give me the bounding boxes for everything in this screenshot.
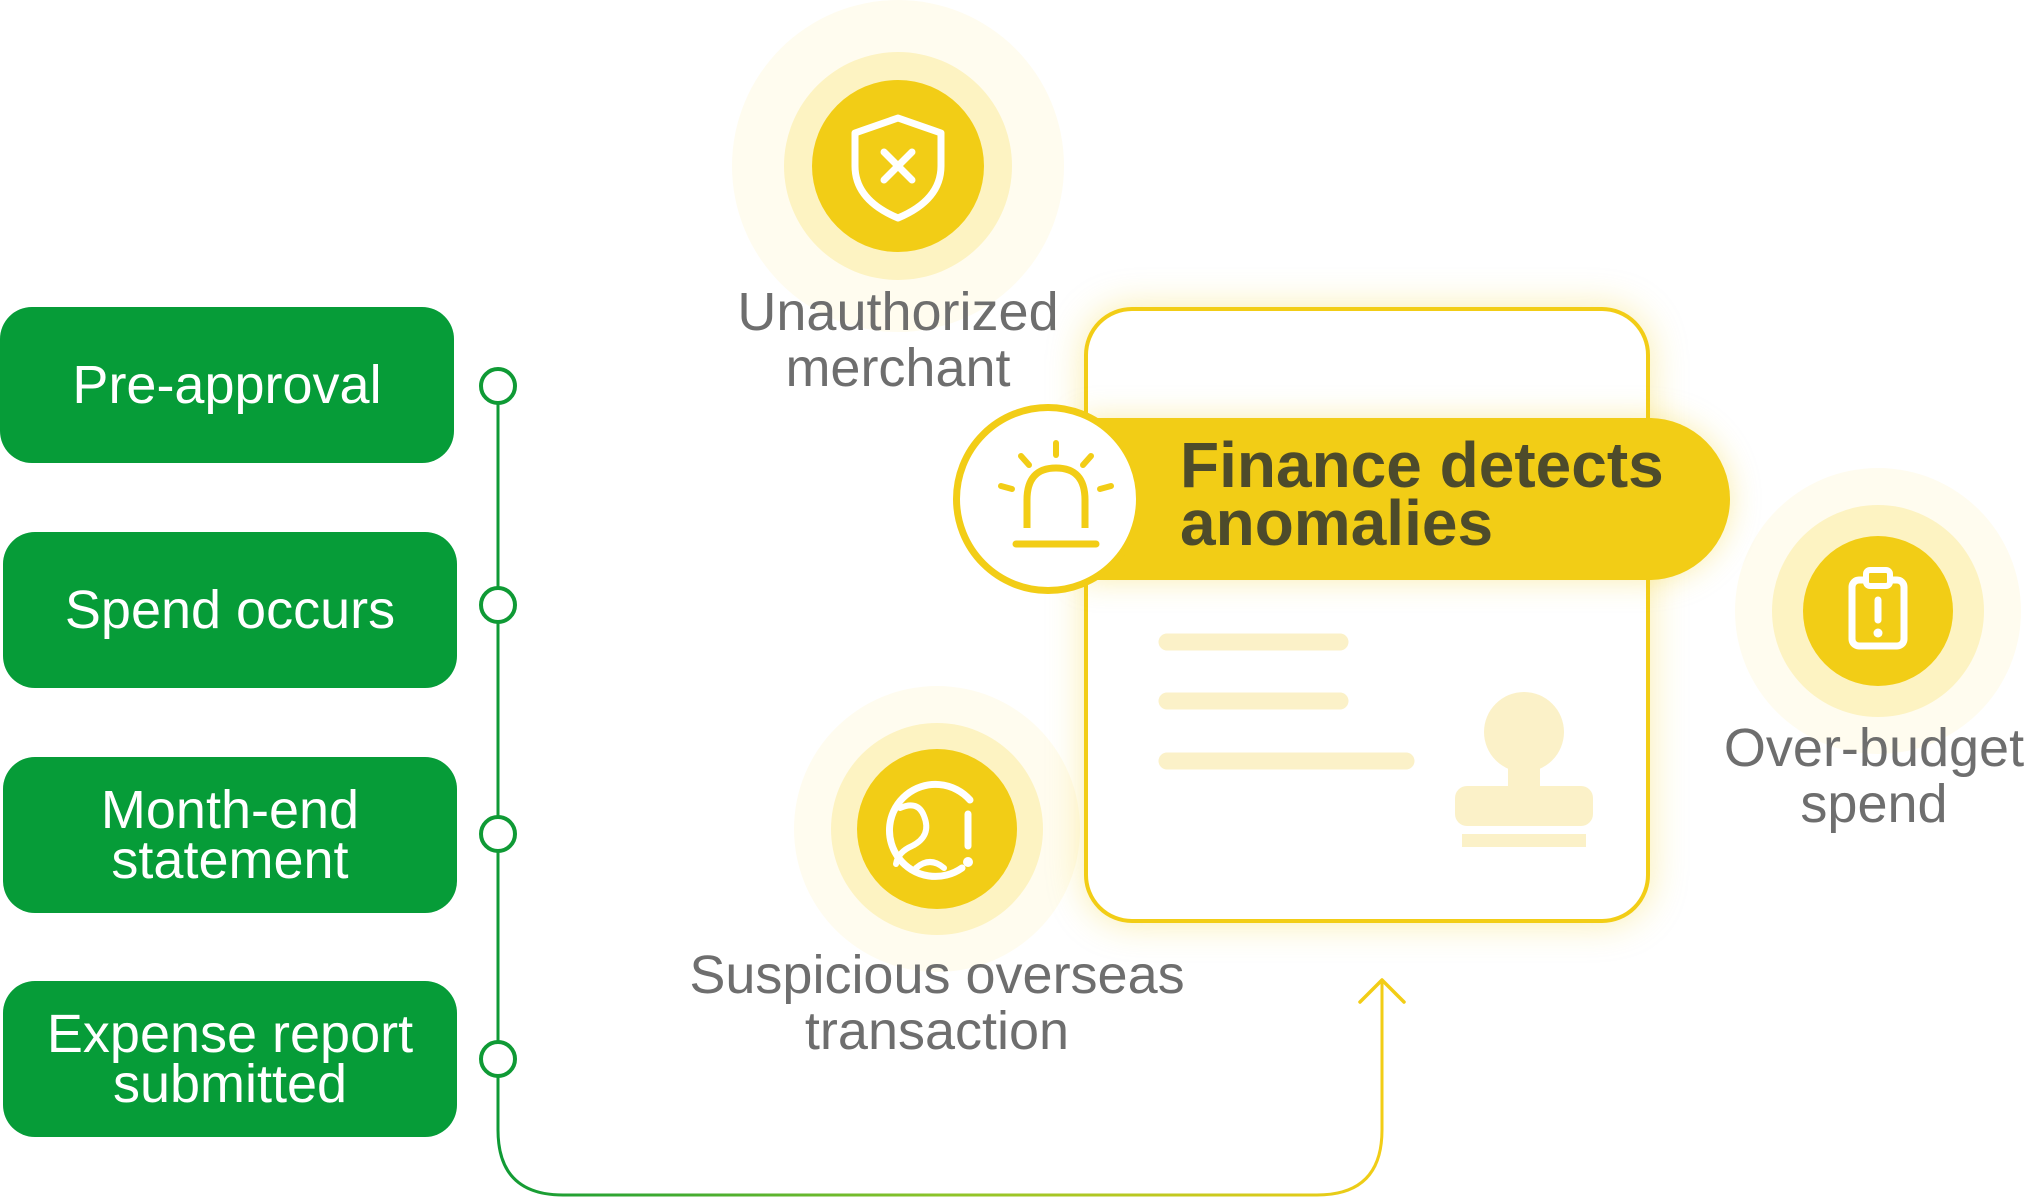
step-spend-occurs: Spend occurs: [3, 532, 457, 688]
timeline-node: [479, 586, 517, 624]
timeline-node: [479, 1040, 517, 1078]
clipboard-alert-icon: [1735, 468, 2021, 754]
shield-x-icon: [732, 0, 1064, 332]
step-label: Spend occurs: [64, 580, 396, 640]
siren-badge: [953, 404, 1143, 594]
arrow-head-icon: [1358, 978, 1406, 1004]
step-expense-report: Expense report submitted: [3, 981, 457, 1137]
stamp-icon: [1455, 692, 1593, 847]
step-label: Pre-approval: [72, 355, 382, 415]
anomaly-label-overbudget: Over-budget spend: [1723, 718, 2025, 834]
step-pre-approval: Pre-approval: [0, 307, 454, 463]
step-month-end-statement: Month-end statement: [3, 757, 457, 913]
timeline-node: [479, 815, 517, 853]
anomaly-label-overseas: Suspicious overseas transaction: [689, 945, 1185, 1061]
flow-arrow-path: [496, 980, 1384, 1197]
finance-banner: [1080, 418, 1730, 580]
timeline-node: [479, 367, 517, 405]
globe-alert-icon: [794, 686, 1080, 972]
step-label: Expense report submitted: [46, 1004, 414, 1114]
anomaly-label-unauthorized: Unauthorized merchant: [737, 282, 1059, 398]
finance-title: Finance detects anomalies: [1180, 429, 1664, 559]
step-label: Month-end statement: [100, 780, 360, 890]
